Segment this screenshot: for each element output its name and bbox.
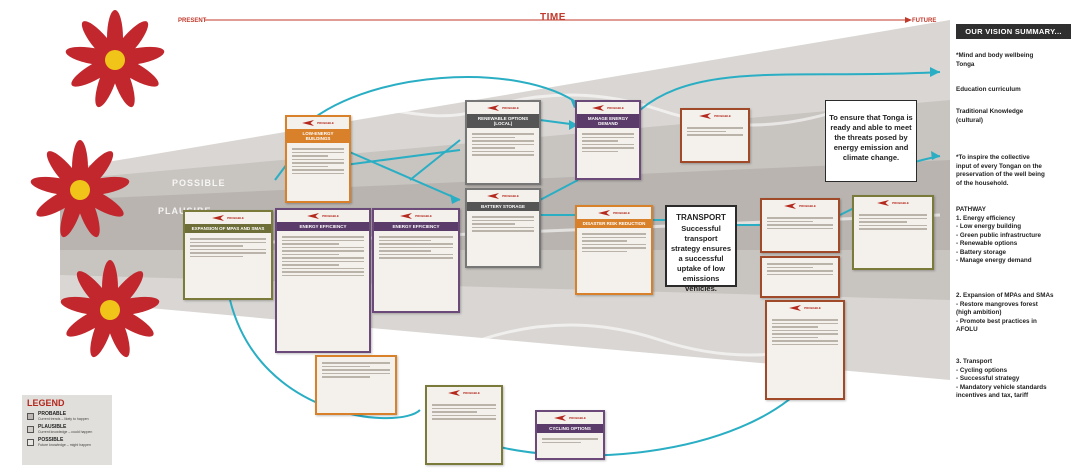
zone-label-possible-bottom: POSSIBLE — [162, 315, 216, 325]
card-renewable-options: PROBABLE RENEWABLE OPTIONS (LOCAL) — [465, 100, 541, 185]
vision-pathway-3: 3. Transport- Cycling options- Successfu… — [956, 358, 1047, 399]
timeline-end-label: FUTURE — [912, 18, 937, 24]
card-disaster-risk: PROBABLE DISASTER RISK REDUCTION — [575, 205, 653, 295]
vision-block-2: Education curriculum — [956, 86, 1021, 93]
flower-middle-icon — [30, 140, 130, 238]
legend-swatch-icon — [27, 438, 34, 446]
flower-top-icon — [65, 10, 165, 108]
logo-icon: PROBABLE — [427, 387, 501, 399]
logo-icon: PROBABLE — [467, 190, 539, 202]
logo-icon: PROBABLE — [467, 102, 539, 114]
zone-label-possible-top: POSSIBLE — [172, 178, 226, 188]
logo-icon: PROBABLE — [537, 412, 603, 424]
card-cycling-options: PROBABLE CYCLING OPTIONS — [535, 410, 605, 460]
logo-icon: PROBABLE — [854, 197, 932, 209]
vision-summary-title: OUR VISION SUMMARY... — [956, 24, 1071, 39]
card-right-3: PROBABLE — [765, 300, 845, 400]
card-probable-mid: PROBABLE — [680, 108, 750, 163]
card-title: EXPANSION OF MPAS AND SMAS — [185, 224, 271, 233]
card-bottom-left — [315, 355, 397, 415]
card-expansion-mpas: PROBABLE EXPANSION OF MPAS AND SMAS — [183, 210, 273, 300]
card-battery-storage: PROBABLE BATTERY STORAGE — [465, 188, 541, 268]
vision-block-3: Traditional Knowledge(cultural) — [956, 108, 1024, 124]
flower-bottom-icon — [60, 260, 160, 358]
logo-icon: PROBABLE — [374, 210, 458, 222]
card-title: ENERGY EFFICIENCY — [277, 222, 369, 231]
card-bottom-mid: PROBABLE — [425, 385, 503, 465]
legend-title: LEGEND — [27, 398, 65, 408]
logo-icon: PROBABLE — [287, 117, 349, 129]
tonga-goal-text: To ensure that Tonga is ready and able t… — [829, 113, 913, 162]
transport-box: TRANSPORT Successful transport strategy … — [665, 205, 737, 293]
timeline-start-label: PRESENT — [178, 18, 207, 24]
transport-box-text: Successful transport strategy ensures a … — [670, 224, 732, 293]
card-title: RENEWABLE OPTIONS (LOCAL) — [467, 114, 539, 128]
card-right-2 — [760, 256, 840, 298]
logo-icon: PROBABLE — [762, 200, 838, 212]
logo-icon: PROBABLE — [277, 210, 369, 222]
logo-icon: PROBABLE — [577, 102, 639, 114]
logo-icon: PROBABLE — [767, 302, 843, 314]
tonga-goal-box: To ensure that Tonga is ready and able t… — [825, 100, 917, 182]
card-manage-energy-demand: PROBABLE MANAGE ENERGY DEMAND — [575, 100, 641, 180]
time-axis-title: TIME — [540, 12, 566, 23]
card-energy-efficiency-1: PROBABLE ENERGY EFFICIENCY — [275, 208, 371, 353]
logo-icon: PROBABLE — [682, 110, 748, 122]
card-title: MANAGE ENERGY DEMAND — [577, 114, 639, 128]
legend-swatch-icon — [27, 425, 34, 433]
card-title: DISASTER RISK REDUCTION — [577, 219, 651, 228]
legend-swatch-icon — [27, 412, 34, 420]
card-energy-efficiency-2: PROBABLE ENERGY EFFICIENCY — [372, 208, 460, 313]
logo-icon: PROBABLE — [577, 207, 651, 219]
vision-pathway-2: 2. Expansion of MPAs and SMAs- Restore m… — [956, 292, 1054, 333]
card-title: ENERGY EFFICIENCY — [374, 222, 458, 231]
card-title: LOW-ENERGY BUILDINGS — [287, 129, 349, 143]
card-title: CYCLING OPTIONS — [537, 424, 603, 433]
logo-icon: PROBABLE — [185, 212, 271, 224]
card-title: BATTERY STORAGE — [467, 202, 539, 211]
card-right-4: PROBABLE — [852, 195, 934, 270]
transport-box-title: TRANSPORT — [676, 213, 726, 222]
card-low-energy-building: PROBABLE LOW-ENERGY BUILDINGS — [285, 115, 351, 203]
card-right-1: PROBABLE — [760, 198, 840, 253]
